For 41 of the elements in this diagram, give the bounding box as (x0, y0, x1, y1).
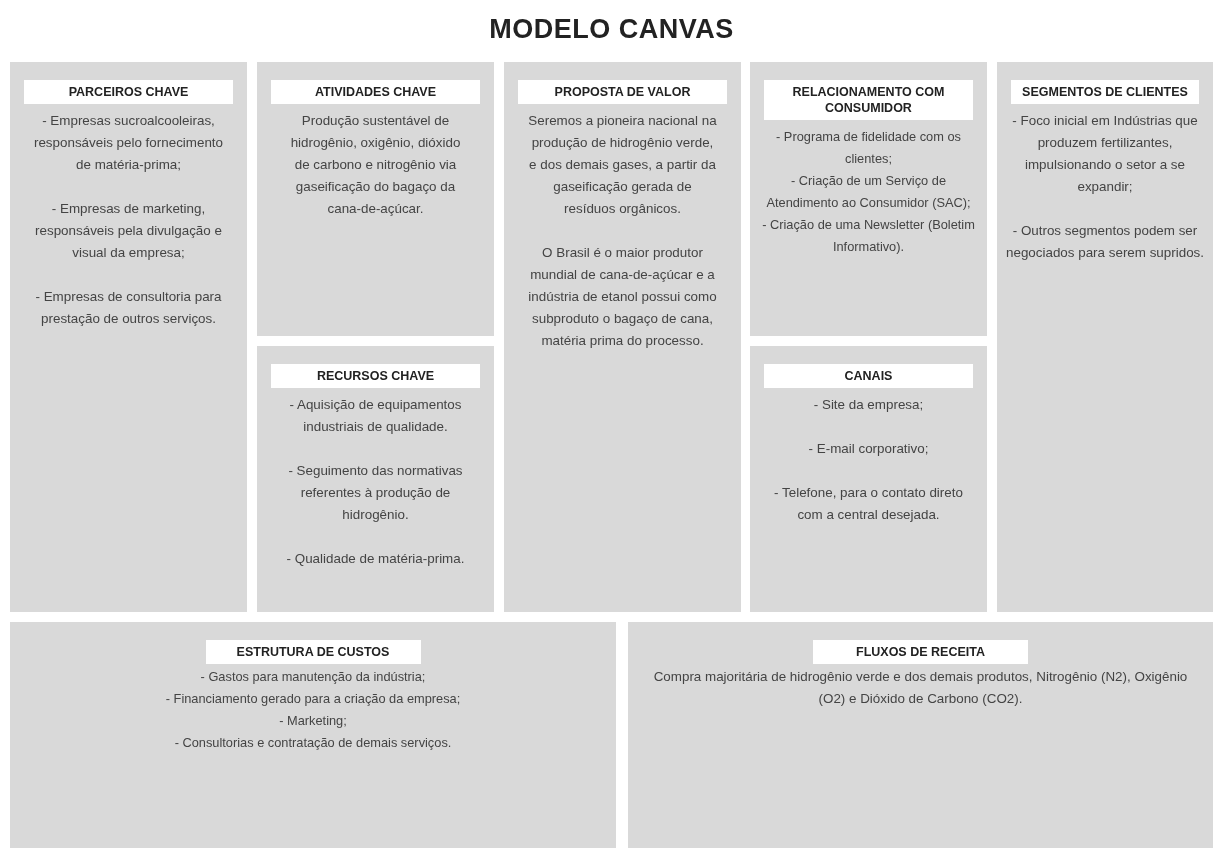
section-text: - Criação de uma Newsletter (Boletim Informativo). (761, 216, 976, 256)
section-text: - Criação de um Serviço de Atendimento ao Consumidor (SAC); (765, 172, 972, 212)
title: MODELO CANVAS (489, 14, 734, 44)
section-text: - Financiamento gerado para a criação da empresa; (164, 690, 462, 708)
section-heading: ATIVIDADES CHAVE (271, 80, 480, 104)
section-text: - Marketing; (278, 712, 348, 730)
section-text: Compra majoritária de hidrogênio verde e dos demais produtos, Nitrogênio (N2), Oxigênio (O2) e Dióxido de Carbono (CO2). (652, 668, 1189, 708)
canvas-block (750, 346, 987, 612)
section-text: - Aquisição de equipamentos industriais de qualidade. (288, 396, 463, 436)
section-text: - E-mail corporativo; (807, 440, 930, 458)
section-heading: PARCEIROS CHAVE (24, 80, 233, 104)
section-text: Produção sustentável de hidrogênio, oxigênio, dióxido de carbono e nitrogênio via gaseificação do bagaço da cana-de-açúcar. (289, 112, 462, 218)
section-text: - Empresas sucroalcooleiras, responsáveis pelo fornecimento de matéria-prima; (33, 112, 224, 174)
section-heading: CANAIS (764, 364, 973, 388)
section-text: - Gastos para manutenção da indústria; (199, 668, 427, 686)
section-text: O Brasil é o maior produtor mundial de cana-de-açúcar e a indústria de etanol possui como subproduto o bagaço de cana, matéria prima do processo. (527, 244, 718, 350)
canvas-block (10, 622, 616, 848)
section-text: - Consultorias e contratação de demais serviços. (173, 734, 453, 752)
section-heading: FLUXOS DE RECEITA (813, 640, 1028, 664)
canvas-block (750, 62, 987, 336)
section-heading: RECURSOS CHAVE (271, 364, 480, 388)
canvas-block (257, 346, 494, 612)
section-text: - Programa de fidelidade com os clientes; (775, 128, 962, 168)
section-text: - Foco inicial em Indústrias que produzem fertilizantes, impulsionando o setor a se expandir; (1011, 112, 1199, 196)
canvas-block (257, 62, 494, 336)
canvas-block (997, 62, 1213, 612)
section-text: Seremos a pioneira nacional na produção de hidrogênio verde, e dos demais gases, a partir da gaseificação gerada de resíduos orgânicos. (527, 112, 718, 218)
section-text: - Telefone, para o contato direto com a central desejada. (773, 484, 964, 524)
section-heading: ESTRUTURA DE CUSTOS (205, 640, 421, 664)
section-heading: SEGMENTOS DE CLIENTES (1011, 80, 1199, 104)
section-text: - Outros segmentos podem ser negociados para serem supridos. (1005, 222, 1205, 262)
section-text: - Empresas de consultoria para prestação de outros serviços. (34, 288, 223, 328)
section-heading: PROPOSTA DE VALOR (518, 80, 727, 104)
section-text: - Empresas de marketing, responsáveis pela divulgação e visual da empresa; (34, 200, 223, 262)
section-heading: RELACIONAMENTO COM CONSUMIDOR (764, 80, 973, 120)
canvas-block (10, 62, 247, 612)
canvas-block (628, 622, 1213, 848)
section-text: - Seguimento das normativas referentes à produção de hidrogênio. (287, 462, 464, 524)
section-text: - Qualidade de matéria-prima. (285, 550, 466, 568)
section-text: - Site da empresa; (812, 396, 925, 414)
canvas-block (504, 62, 741, 612)
